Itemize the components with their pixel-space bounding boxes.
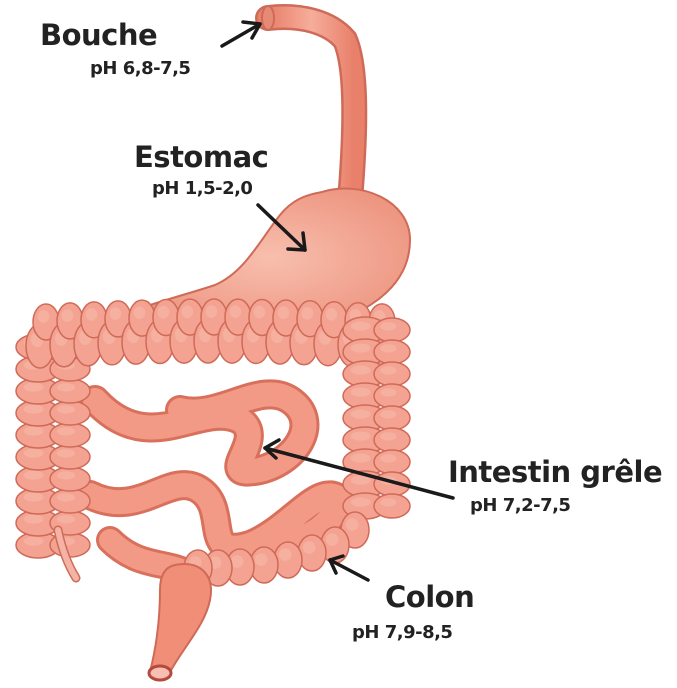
colon-segment-highlight (86, 308, 98, 321)
anus (149, 666, 171, 680)
colon-segment-highlight (24, 383, 44, 392)
small-intestine-label: Intestin grêle (448, 455, 662, 489)
colon-segment-highlight (231, 555, 244, 568)
colon-segment-highlight (380, 366, 396, 374)
mouth-arrow (222, 22, 260, 46)
colon-segment-highlight (24, 493, 44, 502)
colon-segment-highlight (24, 515, 44, 524)
colon-segment-highlight (24, 427, 44, 436)
colon-segment-highlight (57, 471, 75, 479)
stomach-label: Estomac (134, 140, 268, 174)
colon-segment-highlight (57, 427, 75, 435)
colon-segment-highlight (278, 306, 290, 319)
mouth-label: Bouche (40, 18, 157, 52)
colon-segment-highlight (380, 388, 396, 396)
colon-segment-highlight (380, 498, 396, 506)
esophagus-opening (262, 6, 274, 30)
colon-segment-highlight (351, 388, 371, 397)
colon-segment-highlight (254, 306, 266, 319)
colon-segment-highlight (158, 306, 170, 319)
colon-arrow (330, 556, 368, 580)
stomach-ph: pH 1,5-2,0 (152, 178, 252, 199)
mouth-ph: pH 6,8-7,5 (90, 58, 190, 79)
colon-segment-highlight (380, 322, 396, 330)
colon-label: Colon (385, 580, 474, 614)
colon-segment-highlight (351, 322, 371, 331)
colon-segment-highlight (57, 405, 75, 413)
colon-segment-highlight (380, 454, 396, 462)
colon-segment-highlight (351, 344, 371, 353)
colon-segment-highlight (206, 305, 218, 318)
colon-segment-highlight (326, 533, 339, 546)
colon-segment-highlight (62, 309, 74, 322)
colon-segment-highlight (380, 432, 396, 440)
colon-segment-highlight (303, 541, 316, 554)
colon-segment-highlight (182, 305, 194, 318)
colon-segment-highlight (302, 307, 314, 320)
colon-segment-highlight (351, 410, 371, 419)
colon-segment-highlight (24, 537, 44, 546)
colon-segment-highlight (279, 548, 292, 561)
colon-segment-highlight (255, 553, 268, 566)
colon-segment-highlight (326, 308, 338, 321)
rectum (150, 564, 211, 672)
colon-segment-highlight (38, 310, 50, 323)
colon-segment-highlight (134, 306, 146, 319)
colon-segment-highlight (24, 449, 44, 458)
colon-segment-highlight (351, 366, 371, 375)
colon-segment-highlight (230, 305, 242, 318)
colon-segment-highlight (57, 493, 75, 501)
colon-segment-highlight (24, 405, 44, 414)
colon-segment-highlight (24, 471, 44, 480)
colon-segment-highlight (380, 410, 396, 418)
colon-segment-highlight (351, 498, 371, 507)
colon-segment-highlight (351, 454, 371, 463)
colon-segment-highlight (57, 383, 75, 391)
colon-segment-highlight (57, 449, 75, 457)
colon-segment-highlight (110, 307, 122, 320)
colon-segment-highlight (380, 344, 396, 352)
small-intestine-ph: pH 7,2-7,5 (470, 495, 570, 516)
colon-ph: pH 7,9-8,5 (352, 622, 452, 643)
colon-segment-highlight (351, 432, 371, 441)
colon-segment-highlight (57, 515, 75, 523)
colon-segment-highlight (346, 518, 359, 531)
